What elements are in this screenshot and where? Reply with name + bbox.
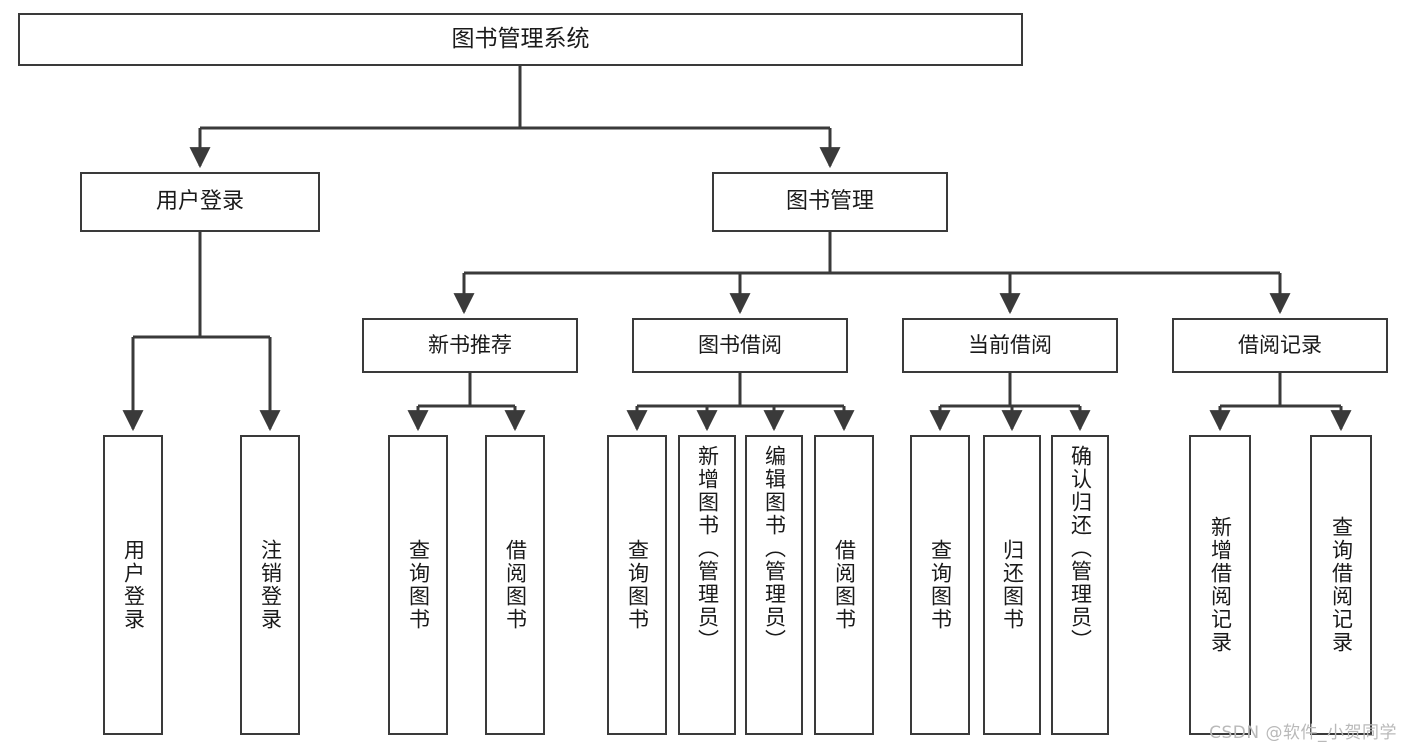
- leaf-logout[interactable]: 注销登录: [240, 435, 300, 735]
- leaf-borrow-book-label: 借阅图书: [832, 539, 857, 631]
- node-book-management[interactable]: 图书管理: [712, 172, 948, 232]
- leaf-confirm-return-admin[interactable]: 确认归还（管理员）: [1051, 435, 1109, 735]
- leaf-confirm-return-admin-label: 确认归还（管理员）: [1068, 445, 1093, 652]
- leaf-return-book[interactable]: 归还图书: [983, 435, 1041, 735]
- leaf-add-book-admin[interactable]: 新增图书（管理员）: [678, 435, 736, 735]
- node-new-book-recommend-label: 新书推荐: [428, 333, 512, 358]
- leaf-edit-book-admin-label: 编辑图书（管理员）: [762, 445, 787, 652]
- node-new-book-recommend[interactable]: 新书推荐: [362, 318, 578, 373]
- leaf-query-book-borrow[interactable]: 查询图书: [607, 435, 667, 735]
- node-user-login-label: 用户登录: [155, 189, 244, 215]
- leaf-borrow-book-rec-label: 借阅图书: [503, 539, 528, 631]
- watermark-text: CSDN @软件_小贺同学: [1209, 723, 1397, 743]
- node-current-borrow[interactable]: 当前借阅: [902, 318, 1118, 373]
- leaf-borrow-book[interactable]: 借阅图书: [814, 435, 874, 735]
- leaf-edit-book-admin[interactable]: 编辑图书（管理员）: [745, 435, 803, 735]
- leaf-query-book-rec[interactable]: 查询图书: [388, 435, 448, 735]
- leaf-query-book-borrow-label: 查询图书: [625, 539, 650, 631]
- leaf-query-book-current-label: 查询图书: [928, 539, 953, 631]
- node-book-borrow[interactable]: 图书借阅: [632, 318, 848, 373]
- leaf-query-borrow-record-label: 查询借阅记录: [1329, 516, 1354, 654]
- node-book-management-label: 图书管理: [785, 189, 874, 215]
- leaf-add-borrow-record-label: 新增借阅记录: [1208, 516, 1233, 654]
- leaf-user-login[interactable]: 用户登录: [103, 435, 163, 735]
- node-borrow-record[interactable]: 借阅记录: [1172, 318, 1388, 373]
- leaf-query-borrow-record[interactable]: 查询借阅记录: [1310, 435, 1372, 735]
- node-book-borrow-label: 图书借阅: [698, 333, 782, 358]
- leaf-user-login-label: 用户登录: [121, 539, 146, 631]
- leaf-add-borrow-record[interactable]: 新增借阅记录: [1189, 435, 1251, 735]
- node-root-system-label: 图书管理系统: [451, 25, 590, 52]
- leaf-logout-label: 注销登录: [258, 539, 283, 631]
- node-current-borrow-label: 当前借阅: [968, 333, 1052, 358]
- node-root-system[interactable]: 图书管理系统: [18, 13, 1023, 66]
- leaf-add-book-admin-label: 新增图书（管理员）: [695, 445, 720, 652]
- leaf-query-book-rec-label: 查询图书: [406, 539, 431, 631]
- leaf-query-book-current[interactable]: 查询图书: [910, 435, 970, 735]
- node-user-login[interactable]: 用户登录: [80, 172, 320, 232]
- leaf-return-book-label: 归还图书: [1000, 539, 1025, 631]
- leaf-borrow-book-rec[interactable]: 借阅图书: [485, 435, 545, 735]
- node-borrow-record-label: 借阅记录: [1238, 333, 1322, 358]
